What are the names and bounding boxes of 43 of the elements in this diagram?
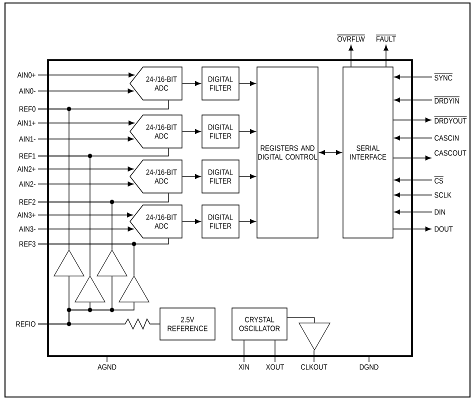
connector [38, 136, 134, 142]
connector [38, 156, 90, 276]
connector [182, 129, 201, 134]
connector [38, 108, 70, 250]
connector [38, 212, 133, 218]
connector [394, 178, 432, 182]
buffer-amplifier [96, 249, 128, 276]
connector [393, 118, 432, 122]
connector [394, 98, 432, 102]
connector [239, 219, 256, 224]
connector [106, 356, 108, 362]
connector [239, 81, 256, 86]
buffer-amplifier [54, 249, 84, 276]
connector [394, 136, 432, 140]
connector [287, 317, 315, 324]
connector [38, 120, 134, 126]
buffer-amplifier [74, 275, 106, 302]
buffer-amplifier [298, 322, 330, 351]
connector [348, 44, 354, 67]
connector [274, 340, 276, 362]
connector [319, 150, 342, 155]
connector [394, 210, 432, 214]
connector [394, 192, 432, 198]
connector [38, 166, 134, 172]
connector [393, 226, 432, 232]
connector [38, 72, 134, 78]
connector [38, 182, 134, 186]
connector [394, 74, 432, 80]
connector [182, 219, 201, 224]
connector [182, 81, 201, 86]
connector [38, 318, 160, 330]
buffer-amplifier [118, 275, 150, 302]
connector [368, 356, 370, 362]
connector [38, 244, 134, 276]
connector [182, 174, 201, 179]
connector [393, 156, 432, 160]
connector [38, 88, 134, 94]
connector [239, 129, 256, 134]
connector [239, 174, 256, 179]
connector [384, 44, 388, 67]
connector [38, 226, 134, 232]
connector [38, 202, 112, 250]
chip-outline [47, 59, 413, 357]
